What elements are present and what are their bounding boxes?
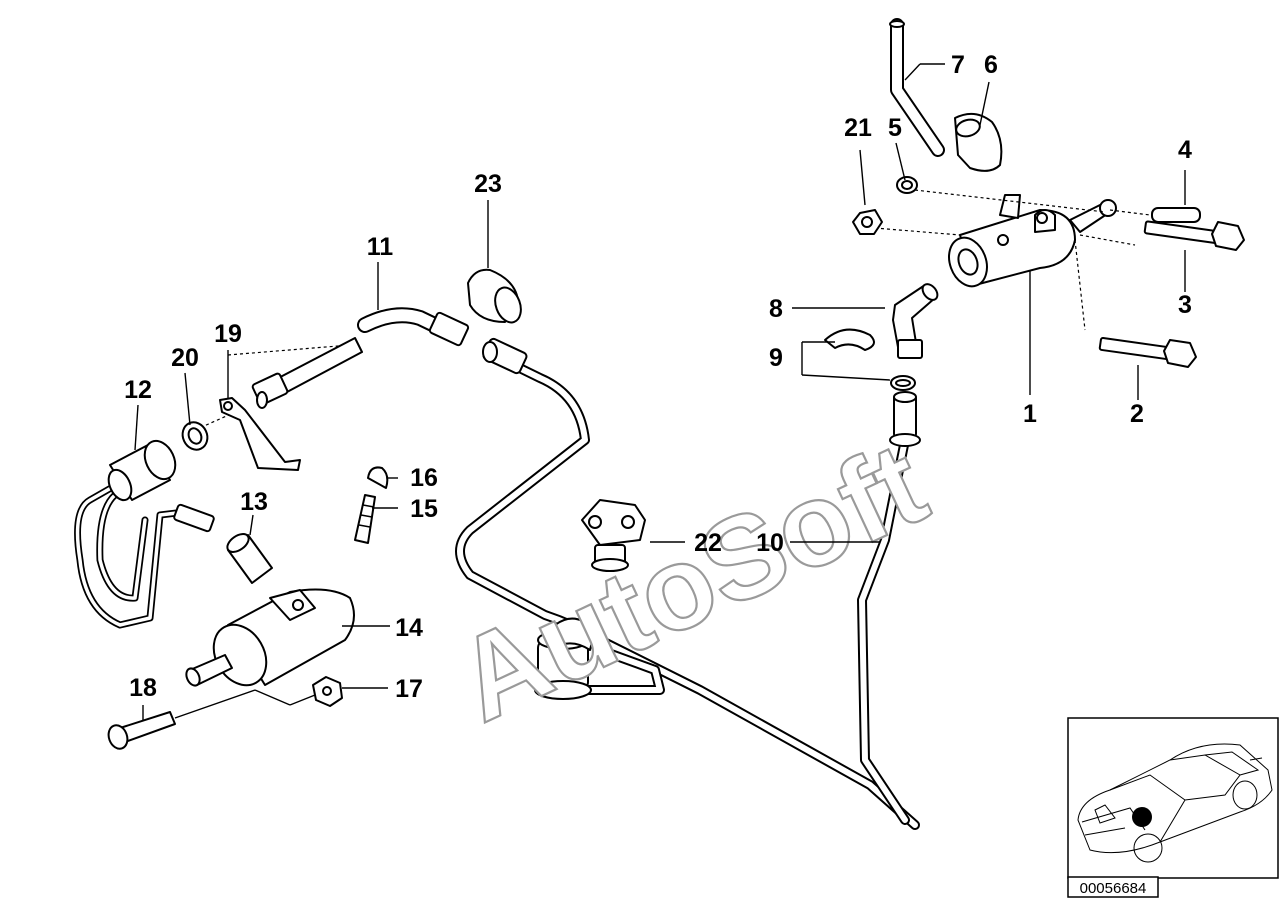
pipe-elbow [892, 283, 939, 359]
callout-1: 1 [1023, 400, 1037, 428]
slave-bolt [107, 711, 176, 750]
retaining-clip [824, 328, 875, 351]
clutch-line [74, 439, 215, 629]
pressure-damper [581, 499, 646, 572]
clutch-master-cylinder [948, 194, 1117, 288]
leader-lines [134, 63, 1186, 720]
callout-14: 14 [395, 614, 423, 642]
callout-7: 7 [951, 51, 965, 79]
callout-21: 21 [844, 114, 872, 142]
hose-bracket [219, 397, 301, 471]
callout-3: 3 [1178, 291, 1192, 319]
callout-12: 12 [124, 376, 152, 404]
callout-8: 8 [769, 295, 783, 323]
hex-nut [852, 209, 883, 235]
diagram-id: 00056684 [1080, 880, 1147, 897]
callout-18: 18 [129, 674, 157, 702]
callout-13: 13 [240, 488, 268, 516]
bleed-screw [354, 494, 376, 544]
car-outline-icon [1077, 743, 1273, 863]
callout-16: 16 [410, 464, 438, 492]
callout-4: 4 [1178, 136, 1192, 164]
callout-19: 19 [214, 320, 242, 348]
collar-nut [312, 676, 343, 707]
pipe-grommet [534, 617, 596, 700]
callout-23: 23 [474, 170, 502, 198]
o-ring [181, 421, 209, 451]
diagram-id-box: 00056684 [1067, 876, 1159, 898]
dust-cap [954, 112, 1003, 172]
pin [1151, 207, 1201, 223]
callout-22: 22 [694, 529, 722, 557]
location-marker-icon [1132, 807, 1152, 827]
callout-15: 15 [410, 495, 438, 523]
callouts: 1 2 3 4 5 6 7 8 9 10 11 12 13 14 15 16 1… [124, 51, 1192, 703]
callout-20: 20 [171, 344, 199, 372]
bolt-3 [1143, 220, 1245, 251]
callout-2: 2 [1130, 400, 1144, 428]
protective-cap [467, 268, 522, 324]
callout-10: 10 [756, 529, 784, 557]
bleed-nipple [226, 533, 273, 584]
callout-9: 9 [769, 344, 783, 372]
clutch-hose [251, 307, 470, 409]
sealing-ring [890, 375, 916, 391]
callout-5: 5 [888, 114, 902, 142]
locator-thumbnail [1067, 717, 1279, 879]
bolt-2 [1098, 337, 1197, 368]
bleed-cap [367, 466, 389, 489]
spring-clip [896, 176, 918, 194]
callout-17: 17 [395, 675, 423, 703]
reservoir-hose [889, 18, 945, 157]
slave-cylinder [185, 588, 355, 687]
callout-11: 11 [367, 233, 394, 261]
pipe-fitting-left [482, 337, 528, 375]
callout-6: 6 [984, 51, 998, 79]
pipe-fitting-right [889, 391, 921, 447]
